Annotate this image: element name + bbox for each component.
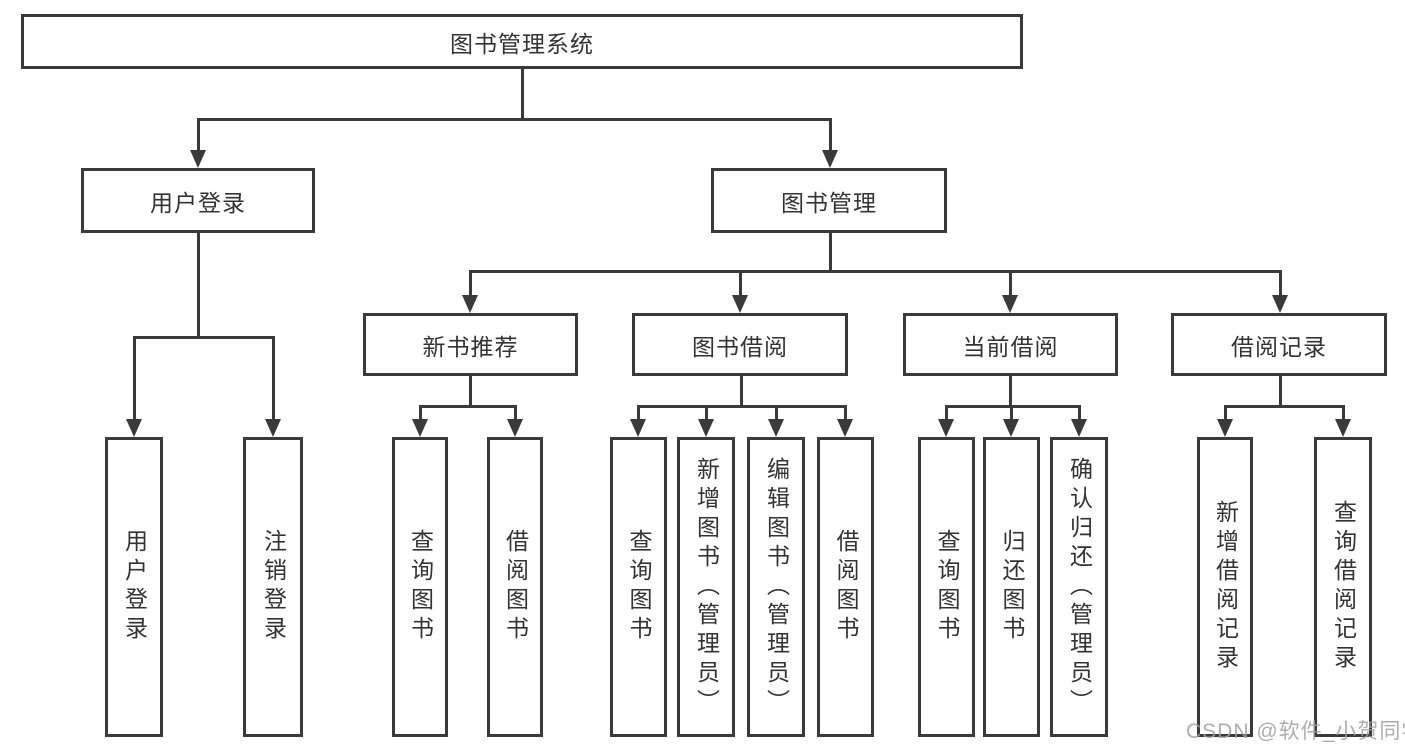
leaf-cb-query-books: 查询图书 xyxy=(918,437,975,737)
leaf-br-add-record: 新增借阅记录 xyxy=(1197,437,1253,737)
arrowhead-leaf-user-login xyxy=(126,419,142,437)
leaf-bb-edit-books-admin: 编辑图书（管理员） xyxy=(747,437,805,737)
node-book-borrow: 图书借阅 xyxy=(632,313,848,376)
arrowhead-new-book-recommend xyxy=(462,295,478,313)
connector-drop-leaf-user-login xyxy=(132,335,136,420)
connector-drop-leaf-logout xyxy=(271,335,275,420)
arrowhead-borrow-records xyxy=(1272,295,1288,313)
connector-drop-cb-confirm xyxy=(1077,404,1081,420)
connector-drop-br-query xyxy=(1341,404,1345,420)
arrowhead-book-management xyxy=(822,150,838,168)
connector-cb-bar xyxy=(944,404,1081,408)
connector-drop-bb-add xyxy=(704,404,708,420)
connector-br-stem xyxy=(1278,376,1282,406)
connector-drop-bb-borrow xyxy=(843,404,847,420)
leaf-logout: 注销登录 xyxy=(243,437,303,737)
arrowhead-br-query xyxy=(1335,419,1351,437)
connector-drop-book-management xyxy=(828,117,832,151)
connector-nbr-bar xyxy=(418,404,517,408)
connector-drop-book-borrow xyxy=(738,269,742,296)
connector-drop-nbr-query xyxy=(418,404,422,420)
connector-drop-nbr-borrow xyxy=(513,404,517,420)
watermark: CSDN @软件_小贺同学 xyxy=(1186,720,1405,743)
leaf-cb-return-books: 归还图书 xyxy=(983,437,1040,737)
leaf-user-login: 用户登录 xyxy=(105,437,163,737)
node-book-management: 图书管理 xyxy=(711,168,947,233)
arrowhead-current-borrow xyxy=(1002,295,1018,313)
leaf-bb-add-books-admin: 新增图书（管理员） xyxy=(677,437,735,737)
connector-drop-current-borrow xyxy=(1008,269,1012,296)
connector-drop-br-add xyxy=(1223,404,1227,420)
arrowhead-leaf-logout xyxy=(265,419,281,437)
connector-br-bar xyxy=(1223,404,1345,408)
leaf-bb-borrow-books: 借阅图书 xyxy=(817,437,874,737)
connector-root-stem xyxy=(520,69,524,120)
connector-drop-borrow-records xyxy=(1278,269,1282,296)
arrowhead-user-login xyxy=(190,150,206,168)
leaf-nbr-borrow-books: 借阅图书 xyxy=(487,437,543,737)
arrowhead-bb-edit xyxy=(768,419,784,437)
leaf-cb-confirm-return-admin: 确认归还（管理员） xyxy=(1050,437,1108,737)
connector-drop-new-book-recommend xyxy=(468,269,472,296)
node-new-book-recommend: 新书推荐 xyxy=(363,313,578,376)
leaf-nbr-query-books: 查询图书 xyxy=(392,437,448,737)
connector-level3-bar xyxy=(468,269,1282,273)
connector-nbr-stem xyxy=(468,376,472,406)
arrowhead-nbr-borrow xyxy=(507,419,523,437)
arrowhead-bb-add xyxy=(698,419,714,437)
connector-drop-user-login xyxy=(196,117,200,151)
node-user-login: 用户登录 xyxy=(81,168,315,233)
connector-user-login-bar xyxy=(132,335,275,339)
arrowhead-bb-query xyxy=(630,419,646,437)
connector-bb-bar xyxy=(636,404,847,408)
arrowhead-book-borrow xyxy=(732,295,748,313)
connector-drop-bb-edit xyxy=(774,404,778,420)
arrowhead-cb-confirm xyxy=(1071,419,1087,437)
arrowhead-bb-borrow xyxy=(837,419,853,437)
connector-cb-stem xyxy=(1008,376,1012,406)
node-borrow-records: 借阅记录 xyxy=(1171,313,1387,376)
leaf-bb-query-books: 查询图书 xyxy=(610,437,667,737)
connector-drop-cb-return xyxy=(1009,404,1013,420)
arrowhead-cb-query xyxy=(938,419,954,437)
connector-bb-stem xyxy=(739,376,743,406)
arrowhead-nbr-query xyxy=(412,419,428,437)
arrowhead-cb-return xyxy=(1003,419,1019,437)
connector-user-login-stem xyxy=(196,233,200,337)
arrowhead-br-add xyxy=(1217,419,1233,437)
node-root: 图书管理系统 xyxy=(21,14,1023,69)
node-current-borrow: 当前借阅 xyxy=(903,313,1118,376)
leaf-br-query-record: 查询借阅记录 xyxy=(1314,437,1372,737)
connector-drop-cb-query xyxy=(944,404,948,420)
connector-drop-bb-query xyxy=(636,404,640,420)
connector-book-management-stem xyxy=(828,233,832,272)
connector-level2-bar xyxy=(196,117,832,121)
